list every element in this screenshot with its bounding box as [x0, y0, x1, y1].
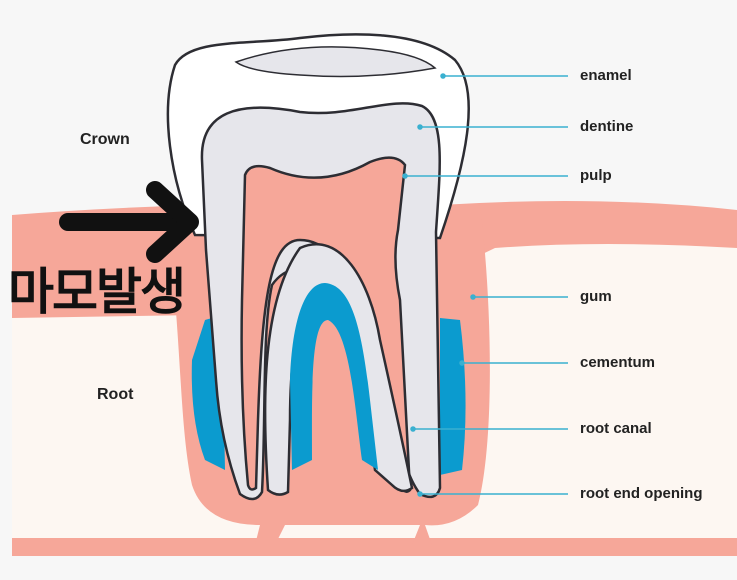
- crown-label: Crown: [80, 131, 130, 148]
- crown-surface: [234, 46, 437, 78]
- label-dentine: dentine: [580, 118, 634, 135]
- annotation-text: 마모발생: [8, 263, 186, 321]
- root-label: Root: [97, 386, 134, 403]
- root-canal-blue: [290, 283, 378, 470]
- gum-right: [440, 201, 737, 260]
- label-enamel: enamel: [580, 67, 632, 84]
- label-root-canal: root canal: [580, 420, 652, 437]
- gum-bottom: [12, 538, 737, 556]
- cementum-right: [440, 318, 466, 475]
- leader-lines: [402, 73, 568, 497]
- label-root-end-opening: root end opening: [580, 485, 703, 502]
- label-pulp: pulp: [580, 167, 612, 184]
- arrow-right-icon: [59, 181, 199, 263]
- label-gum: gum: [580, 288, 612, 305]
- label-cementum: cementum: [580, 354, 656, 371]
- gum-left: [12, 205, 200, 318]
